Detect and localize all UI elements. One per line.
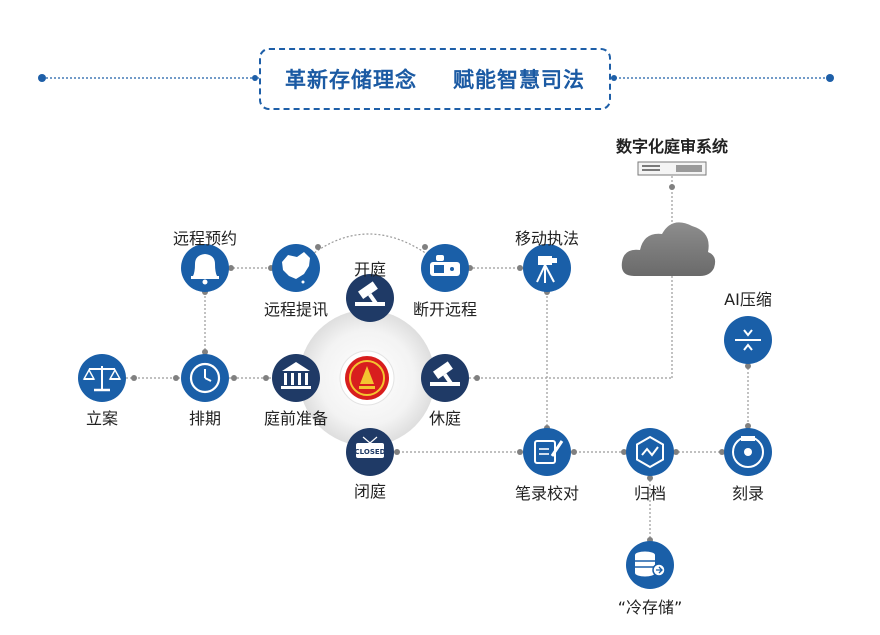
camera-tripod-icon bbox=[523, 244, 571, 292]
archive-icon bbox=[626, 428, 674, 476]
clock-icon bbox=[181, 354, 229, 402]
label-biting: 闭庭 bbox=[353, 482, 387, 501]
label-tingqian-zhunbei: 庭前准备 bbox=[263, 409, 329, 428]
edit-document-icon bbox=[523, 428, 571, 476]
system-label: 数字化庭审系统 bbox=[615, 137, 729, 156]
label-duankai-yuancheng: 断开远程 bbox=[412, 300, 478, 319]
scales-icon bbox=[78, 354, 126, 402]
header-line bbox=[38, 74, 834, 82]
title-box: 革新存储理念 赋能智慧司法 bbox=[259, 48, 611, 110]
label-ai-yasuo: AI压缩 bbox=[724, 290, 772, 309]
closed-sign-icon: CLOSED bbox=[346, 428, 394, 476]
title-part-1: 革新存储理念 bbox=[285, 68, 417, 92]
label-bilu-jiaodui: 笔录校对 bbox=[514, 484, 580, 503]
label-leng-cunchu: “冷存储” bbox=[617, 598, 683, 617]
courthouse-icon bbox=[272, 354, 320, 402]
label-lian: 立案 bbox=[85, 409, 119, 428]
closed-sign-text: CLOSED bbox=[355, 448, 386, 456]
label-yuancheng-tixun: 远程提讯 bbox=[263, 300, 329, 319]
label-guidang: 归档 bbox=[633, 484, 667, 503]
server-icon bbox=[637, 161, 707, 176]
label-paiqi: 排期 bbox=[188, 409, 222, 428]
bell-icon bbox=[181, 244, 229, 292]
label-yuancheng-yuyue: 远程预约 bbox=[172, 229, 238, 248]
cloud-icon bbox=[621, 222, 716, 276]
label-kaiting: 开庭 bbox=[353, 260, 387, 279]
cold-storage-icon bbox=[626, 541, 674, 589]
label-yidong-zhifa: 移动执法 bbox=[514, 229, 580, 248]
label-xiuting: 休庭 bbox=[428, 409, 462, 428]
court-emblem-icon bbox=[339, 350, 395, 406]
title-part-2: 赋能智慧司法 bbox=[453, 68, 585, 92]
label-kelu: 刻录 bbox=[731, 484, 765, 503]
gavel-recess-icon bbox=[421, 354, 469, 402]
remote-device-icon bbox=[421, 244, 469, 292]
disc-burn-icon bbox=[724, 428, 772, 476]
gavel-icon bbox=[346, 274, 394, 322]
compress-icon bbox=[724, 316, 772, 364]
china-map-icon bbox=[272, 244, 320, 292]
